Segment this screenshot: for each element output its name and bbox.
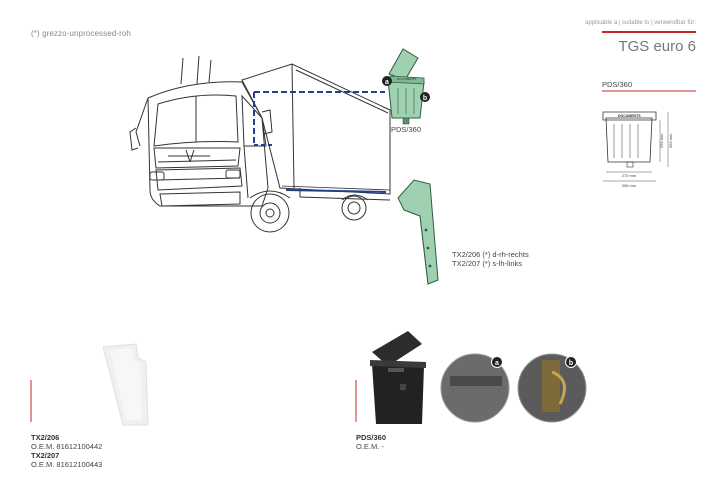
svg-text:b: b [423, 95, 427, 102]
truck-illustration [129, 55, 391, 233]
svg-text:a: a [495, 360, 499, 367]
vehicle-model-title: TGS euro 6 [618, 38, 696, 55]
spec-doc-text: DOCUMENTS [618, 114, 641, 118]
dim-width-inner: 270 mm [622, 173, 637, 178]
raw-material-note: (*) grezzo-unprocessed-roh [31, 29, 131, 38]
fender-product-caption: TX2/206 O.E.M. 81612100442 TX2/207 O.E.M… [31, 433, 102, 469]
fender-code-left: TX2/207 [31, 451, 60, 460]
detail-photo-b: b [517, 353, 587, 423]
toolbox-photo [370, 331, 426, 424]
toolbox-product-caption: PDS/360 O.E.M. - [356, 433, 386, 451]
detail-photo-a: a [440, 353, 510, 423]
svg-text:a: a [385, 79, 389, 86]
dim-width-outer: 306 mm [622, 183, 637, 188]
toolbox-oem: O.E.M. - [356, 442, 384, 451]
callout-b: b [420, 92, 430, 102]
dim-height-outer: 360 mm [668, 133, 673, 148]
pointer-lines [253, 91, 387, 193]
svg-text:b: b [569, 360, 573, 367]
pds360-dimension-drawing: PDS/360 DOCUMENTS 256 mm 360 mm 270 mm 3… [602, 80, 696, 188]
fender-label-right: TX2/206 (*) d-rh-rechts [452, 250, 529, 259]
header-accent-bar [602, 31, 696, 33]
fender-photo [102, 343, 149, 426]
toolbox-doc-text: DOCUMENTS [397, 77, 416, 81]
applicability-label: applicable a | suitable to | verwendbar … [585, 20, 696, 26]
fender-oem-right: O.E.M. 81612100442 [31, 442, 103, 451]
fender-drawing [397, 179, 439, 285]
fender-oem-left: O.E.M. 81612100443 [31, 460, 103, 469]
dim-height-inner: 256 mm [659, 133, 664, 148]
toolbox-code: PDS/360 [356, 433, 387, 442]
toolbox-pds360-drawing: DOCUMENTS [387, 48, 425, 125]
fender-label-left: TX2/207 (*) s-lh-links [452, 259, 522, 268]
spec-title: PDS/360 [602, 80, 632, 89]
callout-a: a [382, 76, 392, 86]
fender-code-right: TX2/206 [31, 433, 60, 442]
toolbox-label: PDS/360 [391, 125, 421, 134]
